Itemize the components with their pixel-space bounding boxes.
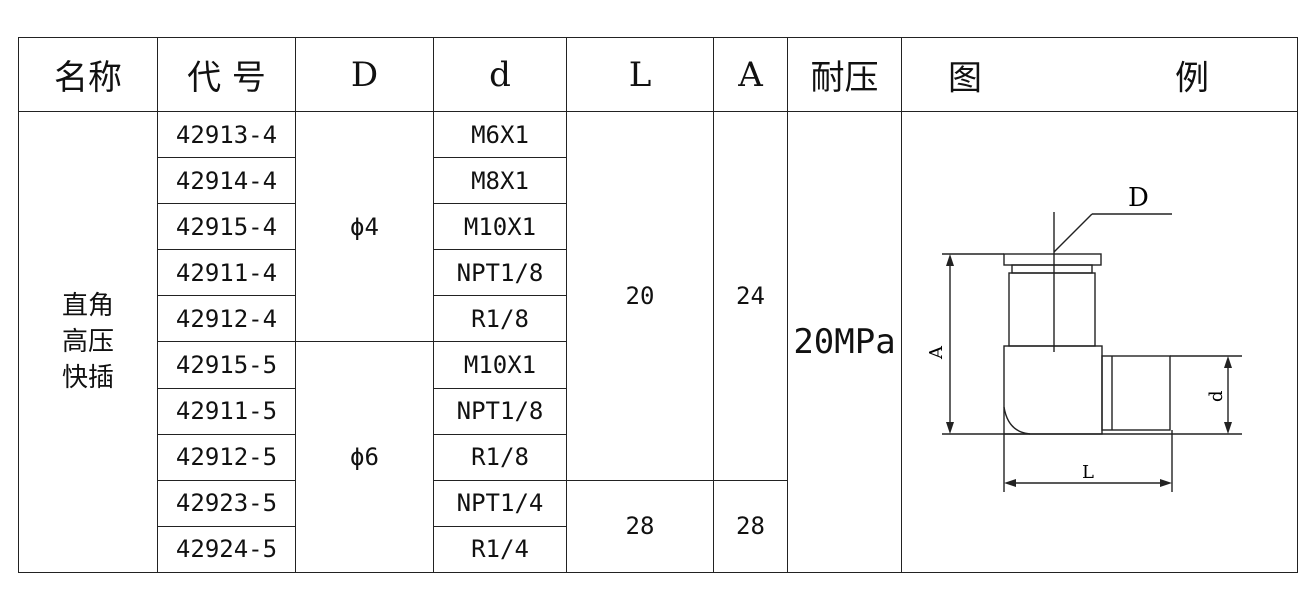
code-cell: 42911-4 [157, 249, 296, 297]
header-A: A [713, 37, 788, 112]
code-cell: 42914-4 [157, 157, 296, 205]
arrow-head [1160, 479, 1172, 487]
product-name-line: 高压 [61, 327, 114, 357]
code-cell: 42923-5 [157, 479, 296, 527]
thread-cell: M6X1 [433, 110, 567, 159]
arrow-head [1224, 422, 1232, 434]
code-cell: 42915-4 [157, 203, 296, 251]
thread-body-shape [1101, 355, 1171, 431]
arrow-head [1004, 479, 1016, 487]
A-cell: 28 [713, 479, 788, 574]
thread-cell: M8X1 [433, 157, 567, 205]
code-cell: 42913-4 [157, 110, 296, 159]
header-d: d [433, 37, 567, 112]
thread-cell: R1/8 [433, 433, 567, 481]
table-row: 42911-4 NPT1/8 [19, 249, 1298, 297]
D-cell: ϕ6 [295, 341, 434, 573]
label-L: L [1082, 462, 1094, 483]
label-D: D [1128, 183, 1149, 213]
table-row: 42912-4 R1/8 [19, 295, 1298, 343]
thread-cell: NPT1/8 [433, 249, 567, 297]
code-cell: 42911-5 [157, 387, 296, 435]
table-row: 42914-4 M8X1 [19, 157, 1298, 205]
table-row: 42915-5 ϕ6 M10X1 [19, 341, 1298, 573]
thread-cell: R1/8 [433, 295, 567, 343]
D-cell: ϕ4 [295, 110, 434, 343]
upper-body-shape [1008, 272, 1096, 347]
header-code: 代 号 [157, 37, 296, 112]
label-d: d [1206, 390, 1227, 402]
spec-table: 名称 代 号 D d L A 耐压 图 例 直角 高压 快插 42913-4 ϕ… [18, 37, 1298, 574]
table-row: 42911-5 NPT1/8 [19, 387, 1298, 435]
legend-diagram: D A d L [901, 111, 1298, 573]
header-legend: 图 例 [901, 37, 1298, 112]
table-row: 42924-5 R1/4 [19, 525, 1298, 574]
product-name-line: 快插 [61, 363, 114, 393]
collar-shape [1011, 264, 1093, 274]
thread-cell: R1/4 [433, 525, 567, 574]
header-L: L [566, 37, 714, 112]
L-cell: 28 [566, 479, 714, 574]
header-row: 名称 代 号 D d L A 耐压 图 例 [18, 37, 1298, 112]
code-cell: 42912-5 [157, 433, 296, 481]
cap-shape [1003, 253, 1102, 266]
fitting-drawing: D A d L [926, 183, 1242, 492]
code-cell: 42912-4 [157, 295, 296, 343]
thread-cell: M10X1 [433, 341, 567, 389]
header-name: 名称 [18, 37, 158, 112]
thread-cell: M10X1 [433, 203, 567, 251]
header-D: D [295, 37, 434, 112]
product-name: 直角 高压 快插 [18, 111, 158, 573]
thread-cell: NPT1/4 [433, 479, 567, 527]
label-A: A [926, 345, 947, 360]
elbow-body-shape [1003, 345, 1103, 435]
L-cell: 20 [566, 111, 714, 481]
header-legend-right: 例 [1175, 58, 1209, 98]
arrow-head [946, 422, 954, 434]
arrow-head [1224, 356, 1232, 368]
product-name-line: 直角 [61, 291, 114, 321]
table-row: 42912-5 R1/8 [19, 433, 1298, 481]
thread-cell: NPT1/8 [433, 387, 567, 435]
A-cell: 24 [713, 111, 788, 481]
table-row: 42915-4 M10X1 [19, 203, 1298, 251]
code-cell: 42915-5 [157, 341, 296, 389]
arrow-head [946, 254, 954, 266]
leader-line [1053, 213, 1093, 253]
table-row: 直角 高压 快插 42913-4 ϕ4 M6X1 20 24 20MPa [18, 110, 1298, 573]
header-pressure: 耐压 [787, 37, 902, 112]
code-cell: 42924-5 [157, 525, 296, 574]
header-legend-left: 图 [948, 58, 982, 98]
pressure-cell: 20MPa [787, 111, 902, 573]
elbow-curve [1003, 406, 1031, 435]
